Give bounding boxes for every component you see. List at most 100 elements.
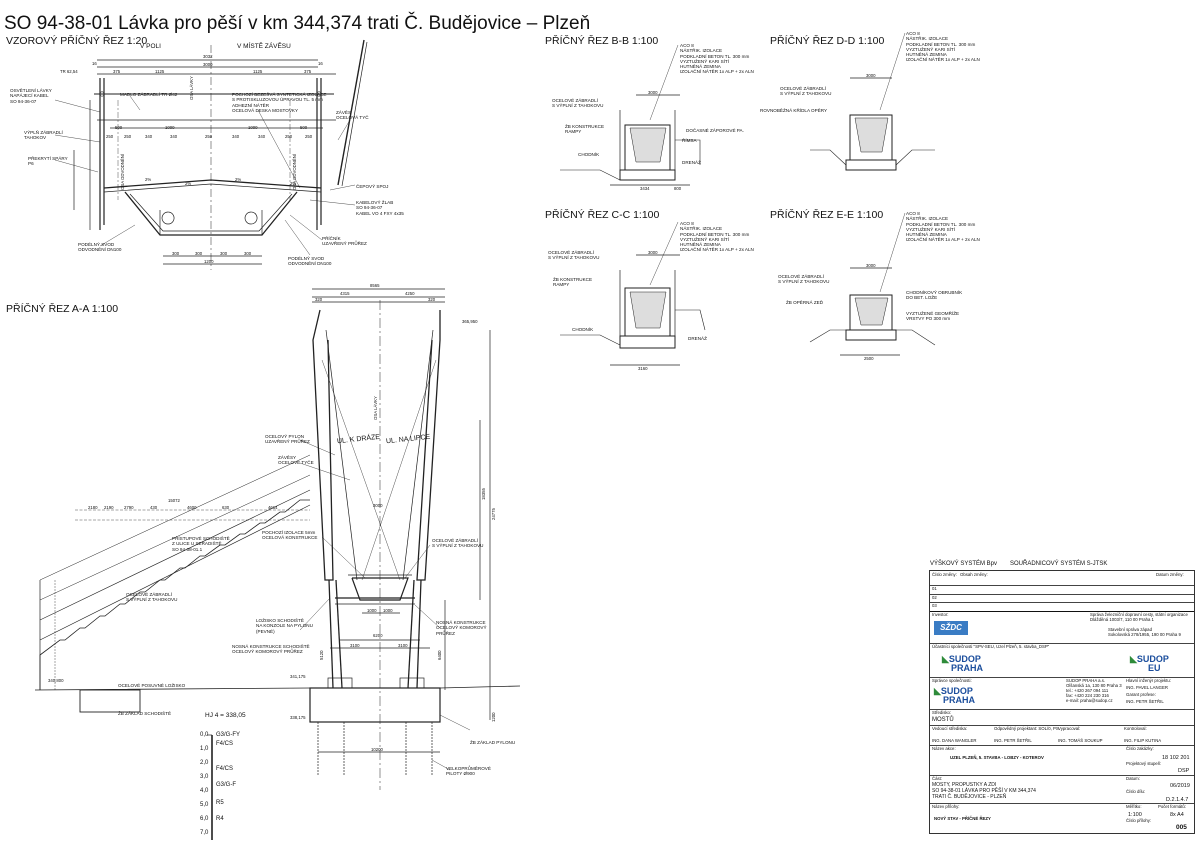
label-drenaz-cc: DRENÁŽ — [688, 336, 707, 341]
level-label: TR 62,54 — [60, 69, 78, 74]
tb-vypracoval-label: Vypracoval: — [1058, 726, 1081, 731]
label-rimsa: ŘÍMSA — [682, 138, 697, 143]
label-madlo: MADLO ZÁBRADLÍ TR Ø42 — [120, 92, 178, 97]
label-zabradli-dd: OCELOVÉ ZÁBRADLÍ S VÝPLNÍ Z TAHOKOVU — [780, 86, 832, 97]
dim-typical: 300 — [195, 251, 203, 256]
label-zabradli-cc: OCELOVÉ ZÁBRADLÍ S VÝPLNÍ Z TAHOKOVU — [548, 250, 600, 261]
tb-change: 01 — [932, 586, 937, 591]
label-podelny-svod-right: PODÉLNÝ SVOD ODVODNĚNÍ DN100 — [288, 256, 332, 267]
label-zavesy: ZÁVĚSY OCELOVÉ TYČE — [278, 455, 314, 466]
label-lozisko: LOŽISKO SCHODIŠTĚ NA KONZOLE NA PYLONU (… — [256, 618, 313, 634]
geo-layer: F4/CS — [216, 741, 234, 747]
dim-cc: 3000 — [648, 250, 658, 255]
dim-stair: 15072 — [168, 498, 180, 503]
tb-kontroloval-label: Kontroloval: — [1124, 726, 1147, 731]
geo-depth: 4,0 — [200, 788, 209, 794]
label-hj: HJ 4 = 338,05 — [205, 712, 246, 719]
label-docasne: DOČASNÉ ZÁPOROVÉ PA. — [686, 128, 744, 133]
dim-aa: 18355 — [481, 488, 486, 500]
elev-340: 340,800 — [48, 678, 64, 683]
dim-dd: 3000 — [866, 73, 876, 78]
dim-typical: 300 — [244, 251, 252, 256]
dim-typical: 340 — [170, 134, 178, 139]
label-osa-lavky-aa: OSA LÁVKY — [373, 396, 378, 420]
tb-cislo-dilu-label: Číslo dílu: — [1126, 789, 1146, 794]
dim-aa: 6400 — [437, 650, 442, 660]
dim-typical: 1200 — [204, 259, 214, 264]
dim-bb: 3434 — [640, 186, 650, 191]
dim-ee: 2500 — [864, 356, 874, 361]
dim-aa: 1200 — [491, 712, 496, 722]
label-rovnobezna: ROVNOBĚŽNÁ KŘÍDLA OPĚRY — [760, 108, 828, 113]
tb-cast: MOSTY, PROPUSTKY A ZDI SO 94-38-01 LÁVKA… — [932, 782, 1036, 800]
tb-datum: 06/2019 — [1170, 783, 1190, 789]
label-podelny-svod-left: PODÉLNÝ SVOD ODVODNĚNÍ DN100 — [78, 242, 122, 253]
label-zaves: ZÁVĚS OCELOVÁ TYČ — [336, 110, 369, 121]
dim-typical: 250 — [205, 134, 213, 139]
tb-change: 02 — [932, 595, 937, 600]
elev-338: 338,175 — [290, 715, 306, 720]
label-v-poli: V POLI — [140, 43, 161, 50]
dim-typical: 375 — [304, 69, 312, 74]
dim-aa: 6200 — [373, 633, 383, 638]
tb-nazev-prilohy: NOVÝ STAV - PŘÍČNÉ ŘEZY — [934, 816, 991, 821]
elev-341: 341,175 — [290, 674, 306, 679]
geo-depth: 0,0 — [200, 732, 209, 738]
dim-aa: 3000 — [373, 503, 383, 508]
dim-typical: 375 — [113, 69, 121, 74]
dim-aa: 24775 — [491, 508, 496, 520]
dim-aa: 5120 — [319, 650, 324, 660]
tb-cast-label: Část: — [932, 776, 943, 781]
tb-cislo-prilohy: 005 — [1176, 824, 1187, 831]
dim-typical: 1000 — [165, 125, 175, 130]
label-osa-odvodneni: OSA ODVODNĚNÍ — [120, 153, 125, 190]
tb-meritko-label: Měřítko: — [1126, 804, 1142, 809]
geo-depth: 5,0 — [200, 802, 209, 808]
label-drenaz-bb: DRENÁŽ — [682, 160, 701, 165]
label-layers-ee: ACO 8 NÁSTŘIK. IZOLACE PODKLADNÍ BETON T… — [906, 211, 980, 243]
dim-aa: 1000 — [383, 608, 393, 613]
dim-aa: 8565 — [370, 283, 380, 288]
tb-vypracoval: ING. TOMÁŠ SOUKUP — [1058, 738, 1103, 743]
dim-aa: 10200 — [371, 747, 383, 752]
label-pochozi: POCHOZÍ BEZEŠVÁ SYNTETICKÁ IZOLACE S PRO… — [232, 92, 327, 113]
dim-aa: 4315 — [340, 291, 350, 296]
tb-stredisko-label: Středisko: — [932, 710, 952, 715]
dim-aa: 4250 — [405, 291, 415, 296]
tb-vedouci: ING. DANA WANGLER — [932, 738, 977, 743]
dim-stair: 4600 — [187, 505, 197, 510]
dim-ee: 3000 — [866, 263, 876, 268]
tb-vyskovy: VÝŠKOVÝ SYSTÉM Bpv — [930, 561, 998, 567]
geo-depth: 1,0 — [200, 746, 209, 752]
label-zabradli-ee: OCELOVÉ ZÁBRADLÍ S VÝPLNÍ Z TAHOKOVU — [778, 274, 830, 285]
label-chodnik-bb: CHODNÍK — [578, 152, 600, 157]
label-pricnik: PŘÍČNÍK UZAVŘENÝ PRŮŘEZ — [322, 236, 367, 247]
tb-format: 8x A4 — [1170, 812, 1184, 818]
tb-hip: ING. PAVEL LANGER — [1126, 685, 1168, 690]
label-zb-konstrukce-bb: ŽB KONSTRUKCE RAMPY — [565, 124, 605, 135]
label-obrubnik: CHODNÍKOVÝ OBRUBNÍK DO BET. LOŽE — [906, 290, 963, 301]
dim-typical: 250 — [106, 134, 114, 139]
tb-cislo-prilohy-label: Číslo přílohy: — [1126, 818, 1152, 823]
geo-depth: 3,0 — [200, 774, 209, 780]
label-zb-zaklad-pylonu: ŽB ZÁKLAD PYLONU — [470, 740, 516, 745]
tb-hdr-cislo: Číslo změny: — [932, 572, 957, 577]
dim-aa: 3100 — [350, 643, 360, 648]
label-zb-opera: ŽB OPĚRNÁ ZEĎ — [786, 300, 824, 305]
dim-aa: 3100 — [398, 643, 408, 648]
dim-typical: 1125 — [253, 69, 263, 74]
tb-spravce-label: Správce společnosti: — [932, 678, 972, 683]
section-title-aa: PŘÍČNÝ ŘEZ A-A 1:100 — [6, 303, 119, 315]
tb-investor-label: Investor: — [932, 612, 949, 617]
label-zabradli-stair: OCELOVÉ ZÁBRADLÍ S VÝPLNÍ Z TAHOKOVU — [126, 592, 178, 603]
elev-top: 365,950 — [462, 319, 478, 324]
label-pristupove: PŘÍSTUPOVÉ SCHODIŠTĚ Z ULICE U SEŘADIŠTĚ… — [172, 536, 230, 552]
label-geomriz: VYZTUŽENÉ GEOMŘÍŽE VRSTVY PO 300 mm — [906, 311, 960, 322]
dim-typical: 1125 — [155, 69, 165, 74]
dim-bb: 800 — [674, 186, 682, 191]
geo-layer: F4/CS — [216, 766, 234, 772]
dim-typical: 340 — [258, 134, 266, 139]
